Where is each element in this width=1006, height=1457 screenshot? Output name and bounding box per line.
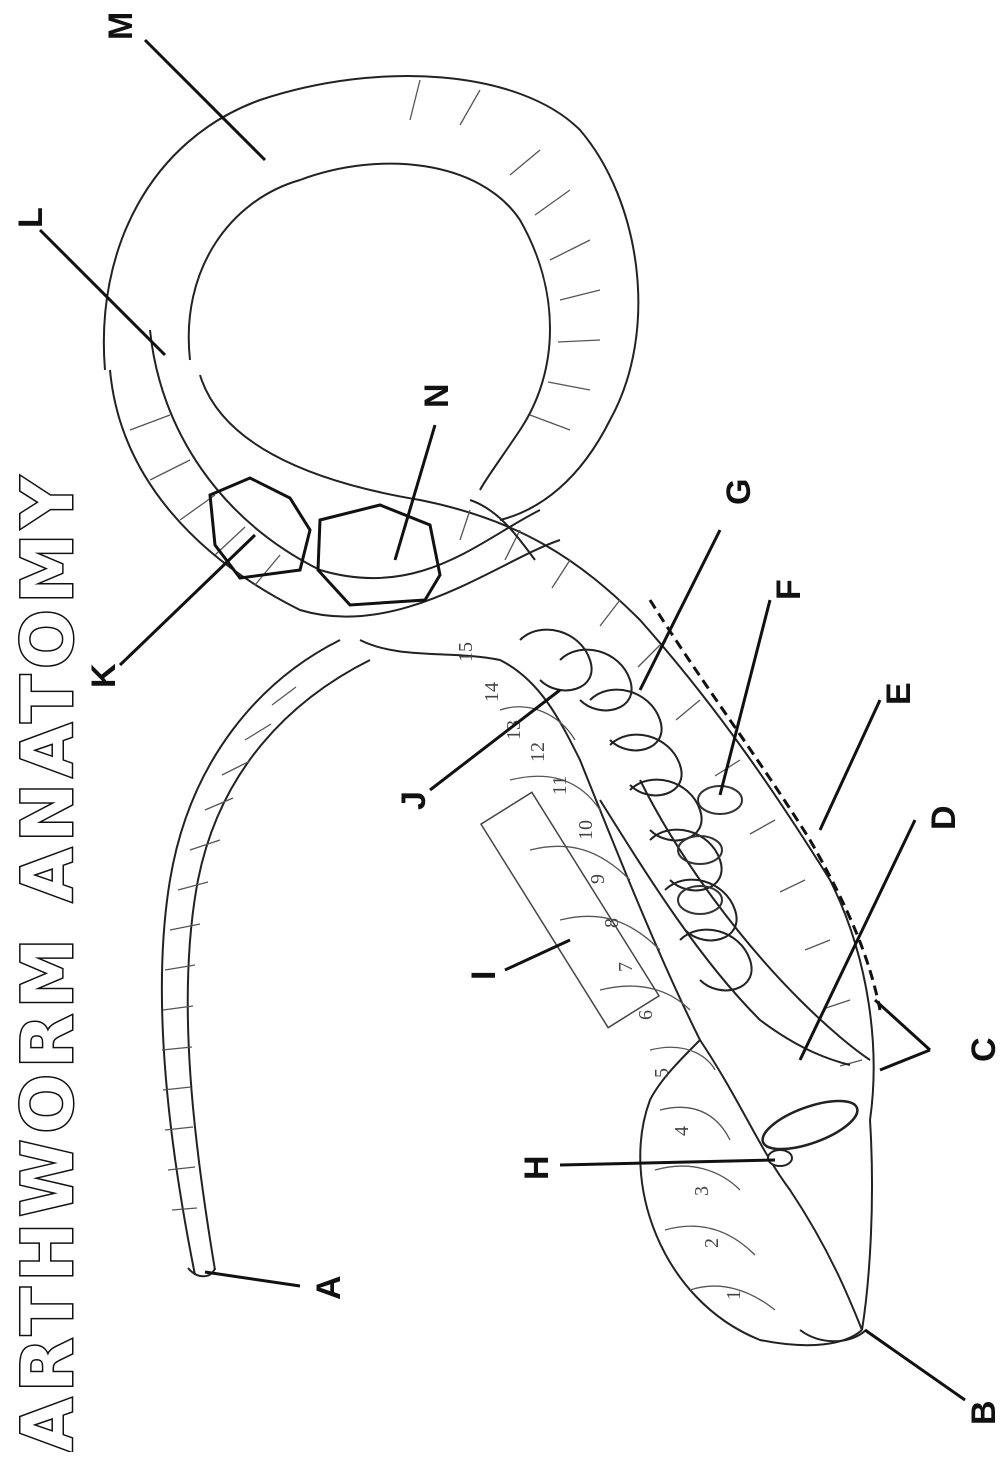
label-k: K <box>85 663 123 688</box>
label-e: E <box>880 682 918 705</box>
segment-number: 9 <box>587 874 609 884</box>
segment-number: 2 <box>701 1238 723 1248</box>
diagram-title: ARTHWORM ANATOMY <box>7 471 89 1452</box>
label-h: H <box>518 1155 556 1180</box>
segment-number: 8 <box>601 918 623 928</box>
segment-number: 7 <box>615 962 637 972</box>
segment-number: 4 <box>671 1126 693 1136</box>
label-m: M <box>102 12 140 40</box>
segment-number: 5 <box>651 1068 673 1078</box>
segment-number: 1 <box>723 1290 745 1300</box>
segment-number: 12 <box>527 742 549 762</box>
label-i: I <box>465 971 503 980</box>
cerebral-ganglion <box>768 1150 792 1166</box>
label-d: D <box>925 805 963 830</box>
label-n: N <box>418 383 456 408</box>
label-g: G <box>720 479 758 505</box>
label-b: B <box>965 1400 1003 1425</box>
segment-number: 3 <box>691 1186 713 1196</box>
segment-number: 6 <box>635 1010 657 1020</box>
segment-number: 15 <box>455 642 477 662</box>
label-a: A <box>310 1275 348 1300</box>
label-j: J <box>395 791 433 810</box>
segment-number: 14 <box>481 682 503 702</box>
label-l: L <box>12 207 50 228</box>
diagram-title-group: ARTHWORM ANATOMY <box>7 471 89 1452</box>
label-c: C <box>965 1037 1003 1062</box>
segment-number: 11 <box>549 776 571 795</box>
segment-number: 10 <box>575 820 597 840</box>
label-f: F <box>770 579 808 600</box>
